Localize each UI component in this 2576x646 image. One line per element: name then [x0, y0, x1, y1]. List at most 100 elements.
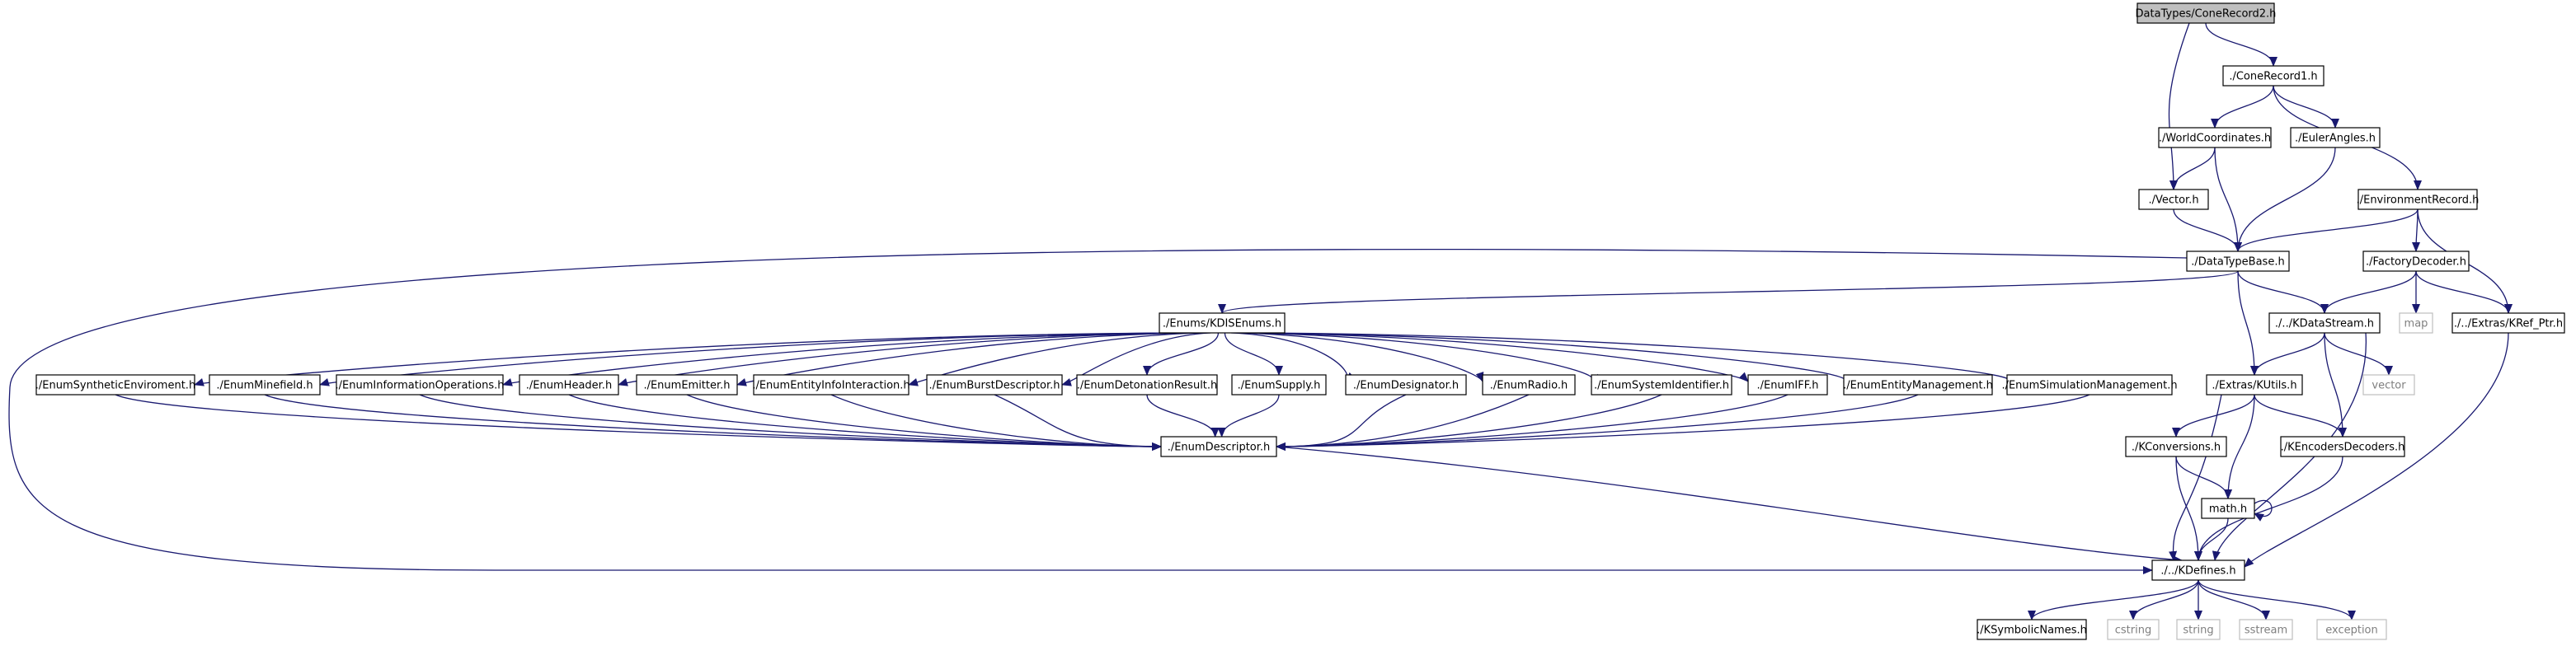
node-label: ./EnumRadio.h [1490, 380, 1568, 392]
node-env[interactable]: ./EnvironmentRecord.h [2357, 189, 2480, 210]
edge-e-entinfo-to-enum-desc [830, 394, 1162, 451]
node-kds[interactable]: ./../KDataStream.h [2268, 312, 2381, 334]
edge-math-to-kdefines [2194, 517, 2229, 561]
edge-kdis-enums-to-e-deton [1143, 332, 1220, 376]
edge-e-design-to-enum-desc [1276, 394, 1407, 451]
node-sstream: sstream [2239, 619, 2293, 640]
edge-dtb-to-kds [2237, 270, 2329, 314]
edge-kds-to-vector-ext [2324, 332, 2393, 376]
edge-kds-to-kdefines [2212, 332, 2367, 561]
node-label: string [2183, 625, 2213, 637]
edge-e-entmgmt-to-enum-desc [1276, 394, 1919, 451]
node-label: ./../KDefines.h [2160, 565, 2235, 578]
node-math[interactable]: math.h [2201, 498, 2255, 519]
edge-kdis-enums-to-e-entinfo [908, 332, 1203, 386]
node-box [2107, 619, 2160, 640]
node-world[interactable]: ./WorldCoordinates.h [2158, 127, 2272, 148]
node-box [2239, 619, 2293, 640]
node-box [1591, 374, 1732, 396]
node-label: sstream [2245, 625, 2287, 637]
node-enum-desc[interactable]: ./EnumDescriptor.h [1160, 436, 1277, 457]
node-e-iff[interactable]: ./EnumIFF.h [1747, 374, 1828, 396]
edge-kdefines-to-exception [2198, 579, 2356, 620]
node-e-info[interactable]: ./EnumInformationOperations.h [336, 374, 505, 396]
node-cone1[interactable]: ./ConeRecord1.h [2222, 65, 2325, 87]
node-e-entmgmt[interactable]: ./EnumEntityManagement.h [1843, 374, 1993, 396]
edge-world-to-dtb [2214, 147, 2242, 252]
nodes-layer: DataTypes/ConeRecord2.h ./ConeRecord1.h ./… [35, 2, 2565, 640]
edge-cone1-to-euler [2273, 85, 2339, 129]
node-label: ./EnumEmitter.h [643, 380, 730, 392]
node-e-design[interactable]: ./EnumDesignator.h [1345, 374, 1467, 396]
node-kconv[interactable]: ./KConversions.h [2125, 436, 2227, 457]
node-kutils[interactable]: ./Extras/KUtils.h [2206, 374, 2303, 396]
node-label: ./EnumInformationOperations.h [336, 380, 505, 392]
edge-world-to-vector-h [2169, 147, 2216, 190]
node-label: ./KConversions.h [2132, 442, 2221, 454]
node-e-sysid[interactable]: ./EnumSystemIdentifier.h [1591, 374, 1732, 396]
node-box [1843, 374, 1993, 396]
edge-kdefines-to-sstream [2198, 579, 2270, 620]
edge-env-to-factory [2412, 208, 2421, 252]
node-box [1977, 619, 2087, 640]
node-ksym[interactable]: ./KSymbolicNames.h [1977, 619, 2087, 640]
node-kdefines[interactable]: ./../KDefines.h [2151, 559, 2245, 581]
node-label: ./Enums/KDISEnums.h [1163, 318, 1281, 330]
node-e-burst[interactable]: ./EnumBurstDescriptor.h [926, 374, 1063, 396]
node-box [1345, 374, 1467, 396]
node-box [1482, 374, 1576, 396]
node-label: ./EnumSupply.h [1238, 380, 1321, 392]
node-vector-ext: vector [2362, 374, 2415, 396]
node-box [2125, 436, 2227, 457]
node-e-emitter[interactable]: ./EnumEmitter.h [636, 374, 738, 396]
edge-root-to-cone1 [2205, 22, 2278, 67]
edge-e-sysid-to-enum-desc [1276, 394, 1662, 451]
edge-e-burst-to-enum-desc [994, 394, 1162, 451]
node-euler[interactable]: ./EulerAngles.h [2290, 127, 2381, 148]
edge-kutils-to-math [2224, 394, 2255, 499]
node-box [1159, 312, 1286, 334]
node-label: ./ConeRecord1.h [2229, 71, 2317, 83]
node-exception: exception [2316, 619, 2387, 640]
edge-kdis-enums-to-e-simmgmt [1265, 332, 2017, 383]
edge-vector-h-to-dtb [2173, 208, 2242, 252]
node-box [2186, 250, 2290, 272]
node-vector-h[interactable]: ./Vector.h [2138, 189, 2209, 210]
edge-root-to-vector-h [2168, 22, 2190, 190]
node-box [2138, 189, 2209, 210]
node-e-entinfo[interactable]: ./EnumEntityInfoInteraction.h [752, 374, 910, 396]
node-factory[interactable]: ./FactoryDecoder.h [2362, 250, 2470, 272]
node-e-mine[interactable]: ./EnumMinefield.h [209, 374, 321, 396]
node-label: ./EnvironmentRecord.h [2357, 194, 2480, 207]
node-e-simmgmt[interactable]: ./EnumSimulationManagement.h [2001, 374, 2178, 396]
node-box [2357, 189, 2478, 210]
node-label: ./Vector.h [2148, 194, 2198, 207]
node-label: ./EnumSimulationManagement.h [2001, 380, 2177, 392]
node-dtb[interactable]: ./DataTypeBase.h [2186, 250, 2290, 272]
node-label: ./DataTypeBase.h [2191, 256, 2284, 269]
node-kref[interactable]: ./../Extras/KRef_Ptr.h [2451, 312, 2565, 334]
node-e-radio[interactable]: ./EnumRadio.h [1482, 374, 1576, 396]
node-e-header[interactable]: ./EnumHeader.h [519, 374, 619, 396]
node-box [1747, 374, 1828, 396]
node-label: ./EnumEntityInfoInteraction.h [752, 380, 910, 392]
node-kdis-enums[interactable]: ./Enums/KDISEnums.h [1159, 312, 1286, 334]
edge-kref-to-kdefines [2244, 332, 2509, 568]
edge-kutils-to-kdefines [2169, 394, 2222, 561]
node-label: ./EnumHeader.h [526, 380, 612, 392]
node-kenc[interactable]: ./KEncodersDecoders.h [2280, 436, 2405, 457]
edge-kenc-to-kdefines [2194, 456, 2343, 561]
node-label: ./EnumMinefield.h [216, 380, 313, 392]
edge-kdis-enums-to-e-sysid [1243, 332, 1602, 382]
node-root[interactable]: DataTypes/ConeRecord2.h [2136, 2, 2277, 24]
node-label: ./Extras/KUtils.h [2212, 380, 2296, 392]
node-map: map [2399, 312, 2433, 334]
node-e-synth[interactable]: ./EnumSyntheticEnviroment.h [35, 374, 195, 396]
node-e-deton[interactable]: ./EnumDetonationResult.h [1076, 374, 1218, 396]
node-box [2136, 2, 2275, 24]
node-label: ./KSymbolicNames.h [1977, 625, 2087, 637]
node-label: ./EulerAngles.h [2295, 133, 2376, 145]
node-e-supply[interactable]: ./EnumSupply.h [1231, 374, 1327, 396]
node-box [2206, 374, 2303, 396]
